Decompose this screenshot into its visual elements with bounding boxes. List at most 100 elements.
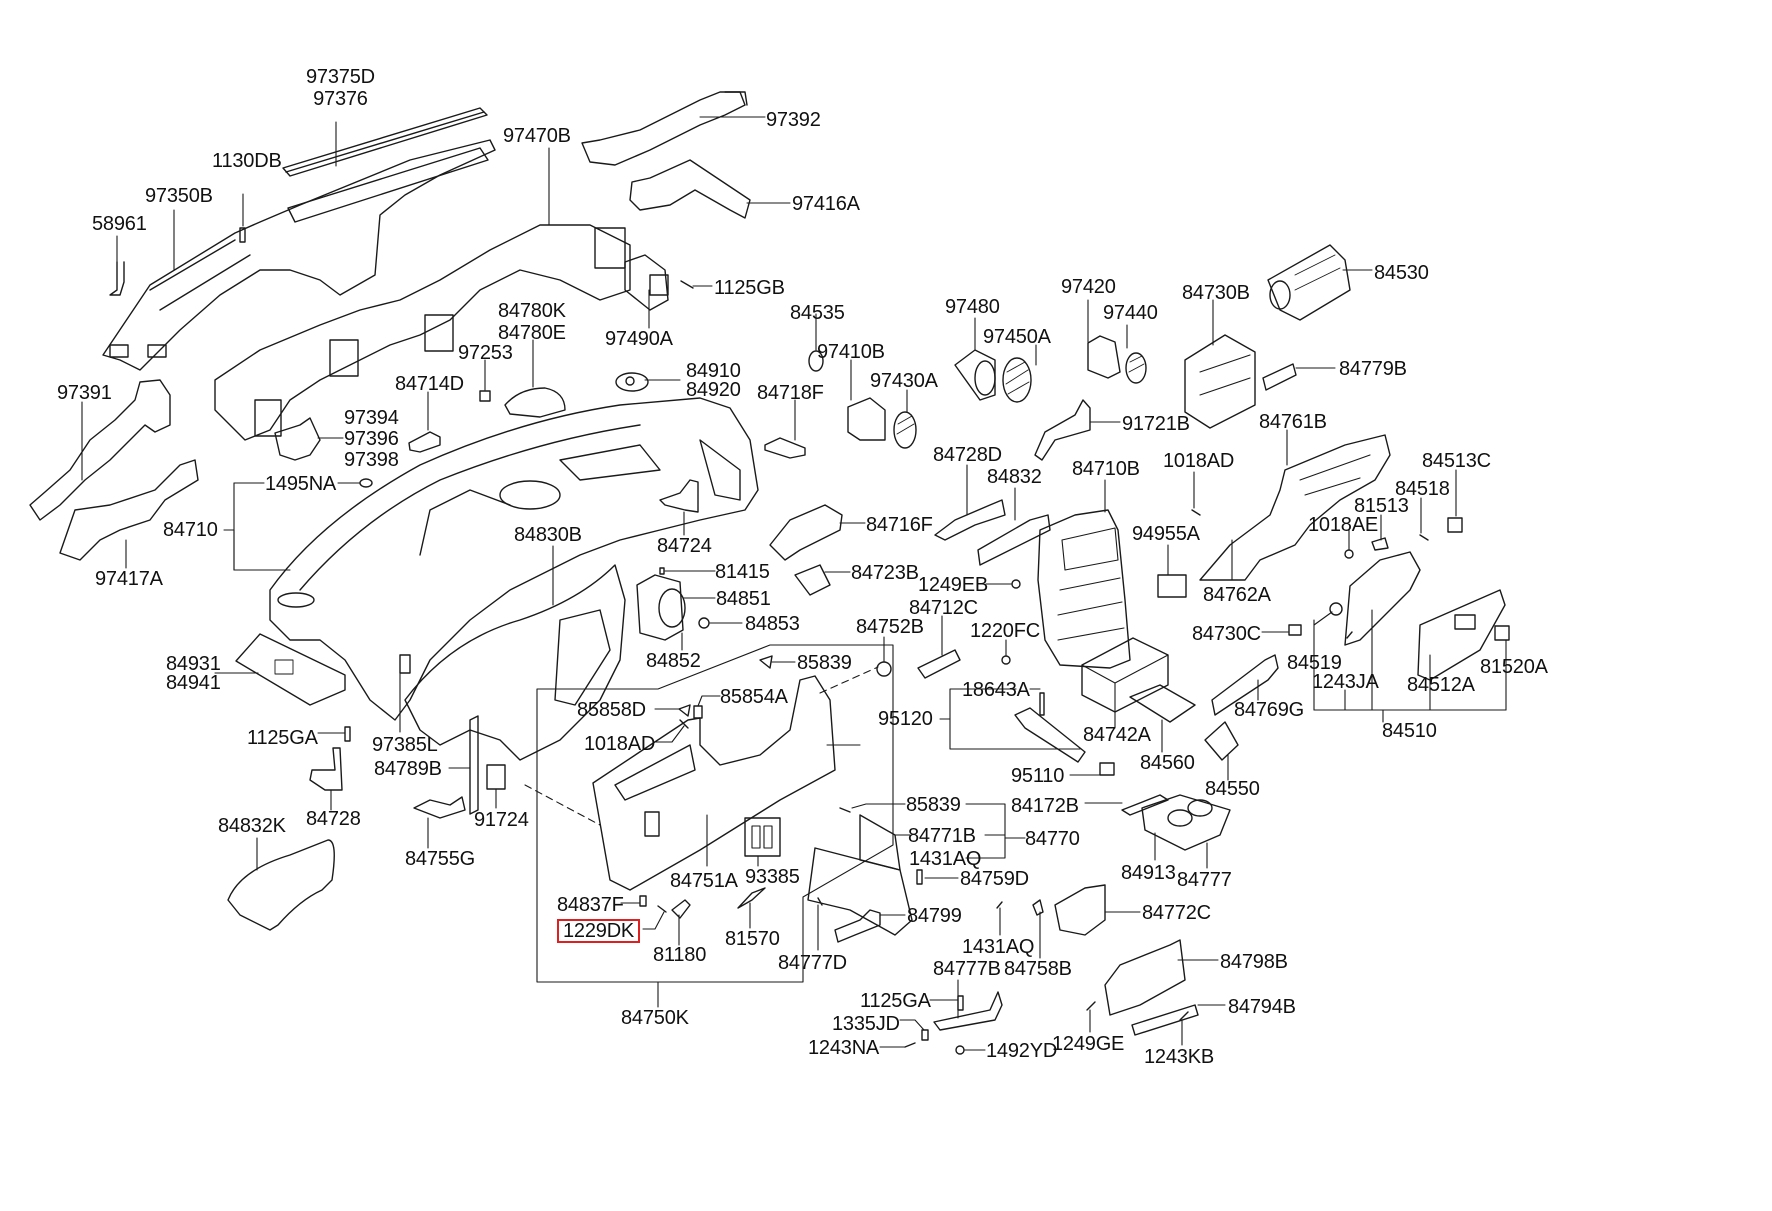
- clip-85858D: [678, 704, 691, 717]
- screw-1243JA: [1346, 631, 1353, 639]
- part-label-1125GA-b: 1125GA: [860, 990, 931, 1012]
- crash-pad-84710: [269, 397, 759, 721]
- part-label-1495NA: 1495NA: [265, 473, 337, 495]
- center-fascia-84710B: [1037, 509, 1131, 669]
- part-label-93385: 93385: [745, 866, 800, 888]
- dash-84752B: [819, 666, 879, 694]
- switch-93385: [744, 817, 781, 857]
- part-label-1431AQ-b: 1431AQ: [962, 936, 1035, 958]
- part-label-84910: 84910: [686, 360, 741, 382]
- clip-85839-a: [759, 655, 773, 669]
- leader-85839-b: [851, 803, 906, 809]
- part-label-97385L: 97385L: [372, 734, 438, 756]
- cupholder-84777: [1141, 794, 1231, 851]
- part-label-97394-97396-97398: 97394 97396 97398: [344, 408, 399, 471]
- sensor-84910: [615, 372, 649, 392]
- part-label-84780K-84780E: 84780K 84780E: [498, 300, 566, 344]
- nut-85854A: [693, 705, 703, 719]
- part-label-81415: 81415: [715, 561, 770, 583]
- bracket-91721B: [1034, 399, 1091, 461]
- part-label-84172B: 84172B: [1011, 795, 1079, 817]
- part-label-84837F: 84837F: [557, 894, 624, 916]
- bolt-1125GA-b: [957, 995, 964, 1011]
- cluster-fascia-84830B: [404, 564, 626, 761]
- lower-pad-84761B: [1199, 434, 1391, 581]
- part-label-97480: 97480: [945, 296, 1000, 318]
- part-label-97450A: 97450A: [983, 326, 1051, 348]
- part-label-1125GB: 1125GB: [714, 277, 785, 299]
- side-duct-97392: [581, 91, 748, 166]
- glove-box-door-84512A: [1417, 589, 1506, 681]
- part-label-84724: 84724: [657, 535, 712, 557]
- part-label-1243KB: 1243KB: [1144, 1046, 1214, 1068]
- bracket-84718F: [764, 437, 806, 459]
- part-label-84830B: 84830B: [514, 524, 582, 546]
- part-label-84761B: 84761B: [1259, 411, 1327, 433]
- part-label-85858D: 85858D: [577, 699, 646, 721]
- part-label-97490A: 97490A: [605, 328, 673, 350]
- bolt-1125GA-a: [344, 726, 351, 742]
- part-label-84777B: 84777B: [933, 958, 1001, 980]
- part-label-1220FC: 1220FC: [970, 620, 1040, 642]
- screw-1249EB: [1011, 579, 1021, 589]
- part-label-1229DK-highlighted[interactable]: 1229DK: [557, 919, 641, 943]
- clip-97253: [479, 390, 491, 402]
- plate-84779B: [1262, 363, 1297, 391]
- damper-84519: [1329, 602, 1343, 616]
- bracket-84799: [834, 909, 881, 943]
- part-label-84798B: 84798B: [1220, 951, 1288, 973]
- part-label-84710B: 84710B: [1072, 458, 1140, 480]
- part-label-84920: 84920: [686, 379, 741, 401]
- part-label-1018AE: 1018AE: [1308, 514, 1378, 536]
- bracket-84730C: [1288, 624, 1302, 636]
- part-label-84728: 84728: [306, 808, 361, 830]
- part-label-1431AQ-a: 1431AQ: [909, 848, 982, 870]
- switch-94955A: [1157, 574, 1187, 598]
- part-label-84913: 84913: [1121, 862, 1176, 884]
- part-label-1243JA: 1243JA: [1312, 671, 1379, 693]
- center-duct-97470B: [214, 224, 631, 441]
- part-label-1492YD: 1492YD: [986, 1040, 1058, 1062]
- part-label-84758B: 84758B: [1004, 958, 1072, 980]
- strip-84789B: [469, 715, 479, 815]
- side-duct-97391: [29, 379, 171, 521]
- part-label-1335JD: 1335JD: [832, 1013, 900, 1035]
- part-label-1130DB: 1130DB: [212, 150, 282, 172]
- part-label-97470B: 97470B: [503, 125, 571, 147]
- part-label-97376: 97376: [313, 88, 368, 110]
- dash-84751A: [524, 784, 601, 826]
- part-label-84772C: 84772C: [1142, 902, 1211, 924]
- part-label-1243NA: 1243NA: [808, 1037, 880, 1059]
- vent-housing-97480: [954, 349, 996, 401]
- clip-1495NA: [359, 478, 373, 488]
- part-label-84931: 84931: [166, 653, 221, 675]
- part-label-18643A: 18643A: [962, 679, 1030, 701]
- latch-81513: [1371, 537, 1389, 551]
- part-label-84769G: 84769G: [1234, 699, 1304, 721]
- mat-84172B: [1121, 794, 1169, 816]
- screw-1125GB: [680, 280, 694, 289]
- part-label-84712C: 84712C: [909, 597, 978, 619]
- screw-1018AD-b: [1191, 509, 1201, 516]
- part-label-84728D: 84728D: [933, 444, 1002, 466]
- part-label-81520A: 81520A: [1480, 656, 1548, 678]
- part-label-84730B: 84730B: [1182, 282, 1250, 304]
- part-label-84780K: 84780K: [498, 300, 566, 322]
- tray-84550: [1204, 721, 1239, 761]
- vent-grille-97430A: [893, 411, 917, 449]
- cluster-hood-84716F: [769, 504, 843, 561]
- part-label-97396: 97396: [344, 428, 399, 450]
- nut-84853: [698, 617, 710, 629]
- screw-84777D: [817, 897, 823, 906]
- part-label-97375D: 97375D: [306, 66, 375, 88]
- part-label-84513C: 84513C: [1422, 450, 1491, 472]
- part-label-84780E: 84780E: [498, 322, 566, 344]
- part-label-84779B: 84779B: [1339, 358, 1407, 380]
- part-label-97253: 97253: [458, 342, 513, 364]
- leader-1018AD-a: [655, 725, 685, 743]
- part-label-84510: 84510: [1382, 720, 1437, 742]
- screw-1130DB: [239, 227, 246, 243]
- part-label-94955A: 94955A: [1132, 523, 1200, 545]
- part-label-84751A: 84751A: [670, 870, 738, 892]
